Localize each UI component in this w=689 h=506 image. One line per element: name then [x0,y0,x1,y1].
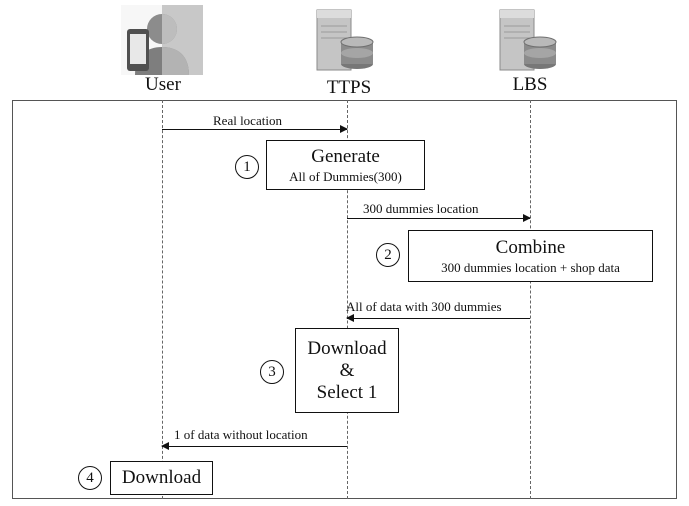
actor-label-ttps: TTPS [326,77,372,98]
message-arrow [346,314,530,322]
step-title: Download [307,337,387,359]
step-box: Download & Select 1 [295,328,399,413]
step-number: 1 [235,155,259,179]
server-database-icon [499,9,557,71]
step-detail: 300 dummies location + shop data [441,259,620,275]
message-label: Real location [213,113,282,128]
message-label: 1 of data without location [174,427,308,442]
lifeline-ttps [347,100,348,499]
message-arrow [162,125,348,133]
step-box: Download [110,461,213,495]
message-arrow [347,214,531,222]
step-box: Generate All of Dummies(300) [266,140,425,190]
message-label: 300 dummies location [363,201,479,216]
step-detail: Select 1 [316,381,378,403]
message-label: All of data with 300 dummies [346,299,502,314]
step-number: 2 [376,243,400,267]
user-phone-icon [121,5,203,75]
message-arrow [161,442,347,450]
step-number: 4 [78,466,102,490]
diagram-frame [12,100,677,499]
step-title: Download [121,467,202,488]
actor-label-lbs: LBS [512,74,548,95]
step-detail: & [339,359,355,381]
step-number: 3 [260,360,284,384]
step-detail: All of Dummies(300) [289,168,402,184]
step-box: Combine 300 dummies location + shop data [408,230,653,282]
server-database-icon [316,9,374,71]
lifeline-lbs [530,100,531,499]
actor-label-user: User [145,74,181,95]
lifeline-user [162,100,163,499]
step-title: Combine [495,236,566,258]
step-title: Generate [311,145,380,167]
